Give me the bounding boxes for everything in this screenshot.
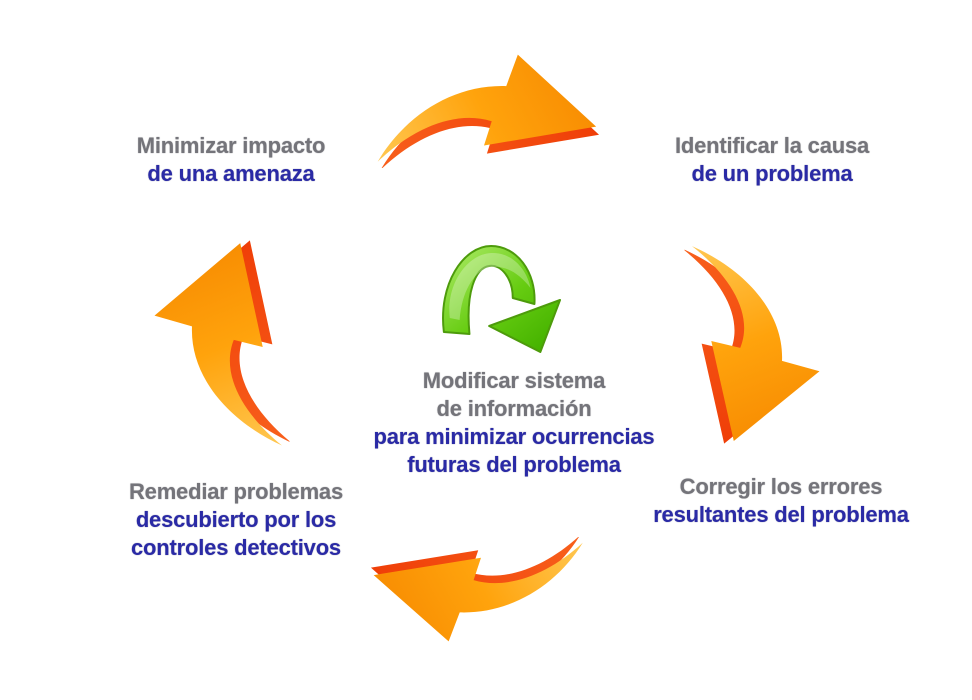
label-line: de una amenaza — [147, 161, 315, 186]
label-line: resultantes del problema — [653, 502, 909, 527]
label-minimize-impact: Minimizar impacto de una amenaza — [81, 132, 381, 188]
cycle-arrow-bottom-icon — [370, 537, 583, 642]
label-line: Minimizar impacto — [136, 133, 326, 158]
green-arrow-ribbon — [442, 245, 536, 335]
label-line: descubierto por los — [135, 507, 337, 532]
green-arrow-gloss — [449, 252, 531, 320]
label-identify-cause: Identificar la causa de un problema — [612, 132, 932, 188]
label-line: Remediar problemas — [128, 479, 344, 504]
label-correct-errors: Corregir los errores resultantes del pro… — [611, 473, 951, 529]
label-modify-system: Modificar sistema de información para mi… — [344, 367, 684, 479]
green-arrow-head — [488, 299, 562, 353]
cycle-arrow-top-icon — [377, 54, 600, 168]
label-line: futuras del problema — [407, 452, 621, 477]
label-line: Identificar la causa — [674, 133, 870, 158]
label-remediate-problems: Remediar problemas descubierto por los c… — [86, 478, 386, 562]
cycle-arrow-left-icon — [154, 240, 290, 446]
cycle-arrow-right-icon — [684, 246, 820, 444]
center-arrow-icon — [442, 245, 562, 353]
label-line: de información — [436, 396, 592, 421]
label-line: de un problema — [691, 161, 853, 186]
label-line: para minimizar ocurrencias — [373, 424, 655, 449]
label-line: Corregir los errores — [679, 474, 883, 499]
label-line: Modificar sistema — [422, 368, 606, 393]
label-line: controles detectivos — [131, 535, 341, 560]
